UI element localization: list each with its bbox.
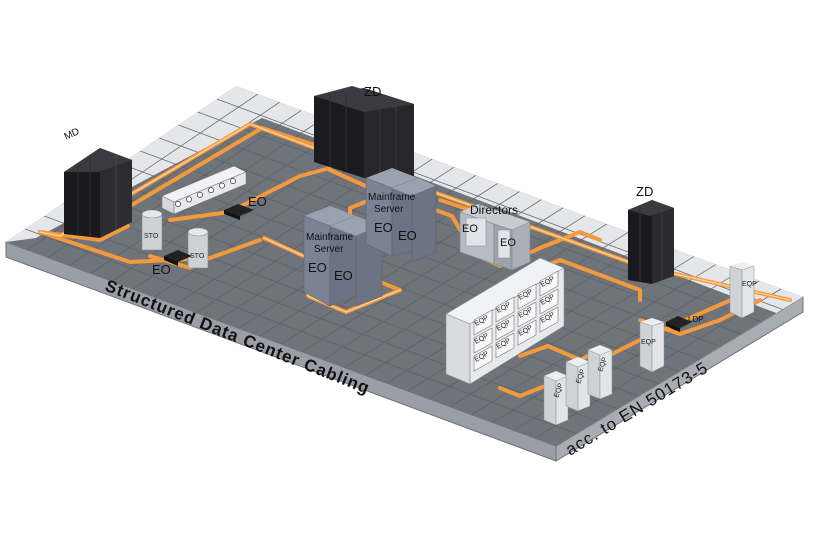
patch-socket	[186, 196, 192, 203]
patch-panels	[161, 165, 247, 215]
eo-mf2-b: EO	[398, 228, 417, 243]
eqp-module	[539, 288, 559, 315]
sto-storage-b: STO	[187, 227, 209, 269]
eqp-module	[473, 327, 493, 354]
eqp-cabinet-label: EQP	[597, 356, 609, 373]
zd-rack-top: ZD	[314, 84, 414, 182]
eqp-module	[539, 270, 559, 297]
eqp-tower-right-front-label: EQP	[641, 339, 656, 346]
eqp-module	[517, 319, 537, 346]
patch-socket	[219, 182, 225, 189]
ldp-label: LDP	[688, 315, 704, 324]
eo-mf1-b: EO	[334, 268, 353, 283]
eqp-cabinet-label: EQP	[575, 368, 587, 385]
eqp-module	[517, 301, 537, 328]
grid-line	[159, 137, 721, 348]
sto-storage-a: STO	[141, 209, 163, 251]
directors-label: Directors	[470, 203, 518, 217]
eqp-cabinet-front	[599, 349, 613, 400]
eo-switch-label: EO	[248, 194, 267, 209]
md-label: MD	[63, 126, 82, 143]
mainframe-2-label: Mainframe	[368, 192, 416, 203]
eo-left-label: EO	[152, 262, 171, 277]
cable-hi-2	[263, 237, 401, 313]
eo-dir-b: EO	[500, 237, 516, 249]
sto-a-label: STO	[144, 233, 159, 240]
sto-b-label: STO	[190, 253, 205, 260]
mainframe-1-label: Mainframe	[306, 232, 354, 243]
eqp-small-cabinets: EQP EQP EQP	[543, 345, 613, 426]
eqp-tower-right-back: EQP	[729, 262, 757, 319]
eo-mf1-a: EO	[308, 260, 327, 275]
mainframe-server-2: Mainframe Server EO EO	[365, 168, 437, 263]
cable-md-link	[38, 224, 130, 242]
md-rack: MD	[63, 126, 132, 238]
eqp-tower-right-back-label: EQP	[742, 281, 757, 288]
eqp-module	[495, 296, 515, 323]
eqp-tower-right-front: EQP	[639, 318, 665, 373]
patch-socket	[197, 191, 203, 198]
cable-mainframe-2b	[428, 206, 462, 232]
cable-eo-switch	[168, 166, 332, 222]
eqp-cabinet-front	[555, 375, 569, 426]
directors-cabinets: Directors EO EO	[459, 203, 531, 271]
patch-socket	[230, 178, 236, 184]
patch-socket	[208, 187, 214, 194]
eqp-module	[495, 332, 515, 359]
eqp-module	[517, 283, 537, 310]
patch-socket	[175, 201, 181, 207]
zd-right-label: ZD	[636, 184, 653, 199]
eo-switch: EO	[224, 194, 267, 220]
grid-line	[120, 163, 680, 372]
eqp-module	[495, 314, 515, 341]
zd-top-label: ZD	[364, 84, 381, 99]
eo-dir-a: EO	[462, 223, 478, 235]
ldp-unit: LDP	[666, 315, 704, 332]
server-1-label: Server	[314, 244, 344, 255]
eqp-module	[539, 306, 559, 333]
eqp-cabinet-side	[587, 349, 601, 400]
eqp-module	[473, 345, 493, 372]
eo-left-switch: EO	[152, 250, 192, 277]
eqp-cabinet-front	[577, 361, 591, 412]
zd-rack-right: ZD	[628, 184, 674, 284]
grid-line	[216, 98, 783, 310]
server-2-label: Server	[374, 204, 404, 215]
eqp-module	[473, 309, 493, 336]
grid-line	[25, 228, 577, 434]
eqp-cabinet-label: EQP	[553, 382, 565, 399]
eqp-cabinet-side	[543, 375, 557, 426]
eqp-cabinet-side	[565, 361, 579, 412]
grid-line	[44, 215, 598, 422]
eo-mf2-a: EO	[374, 220, 393, 235]
